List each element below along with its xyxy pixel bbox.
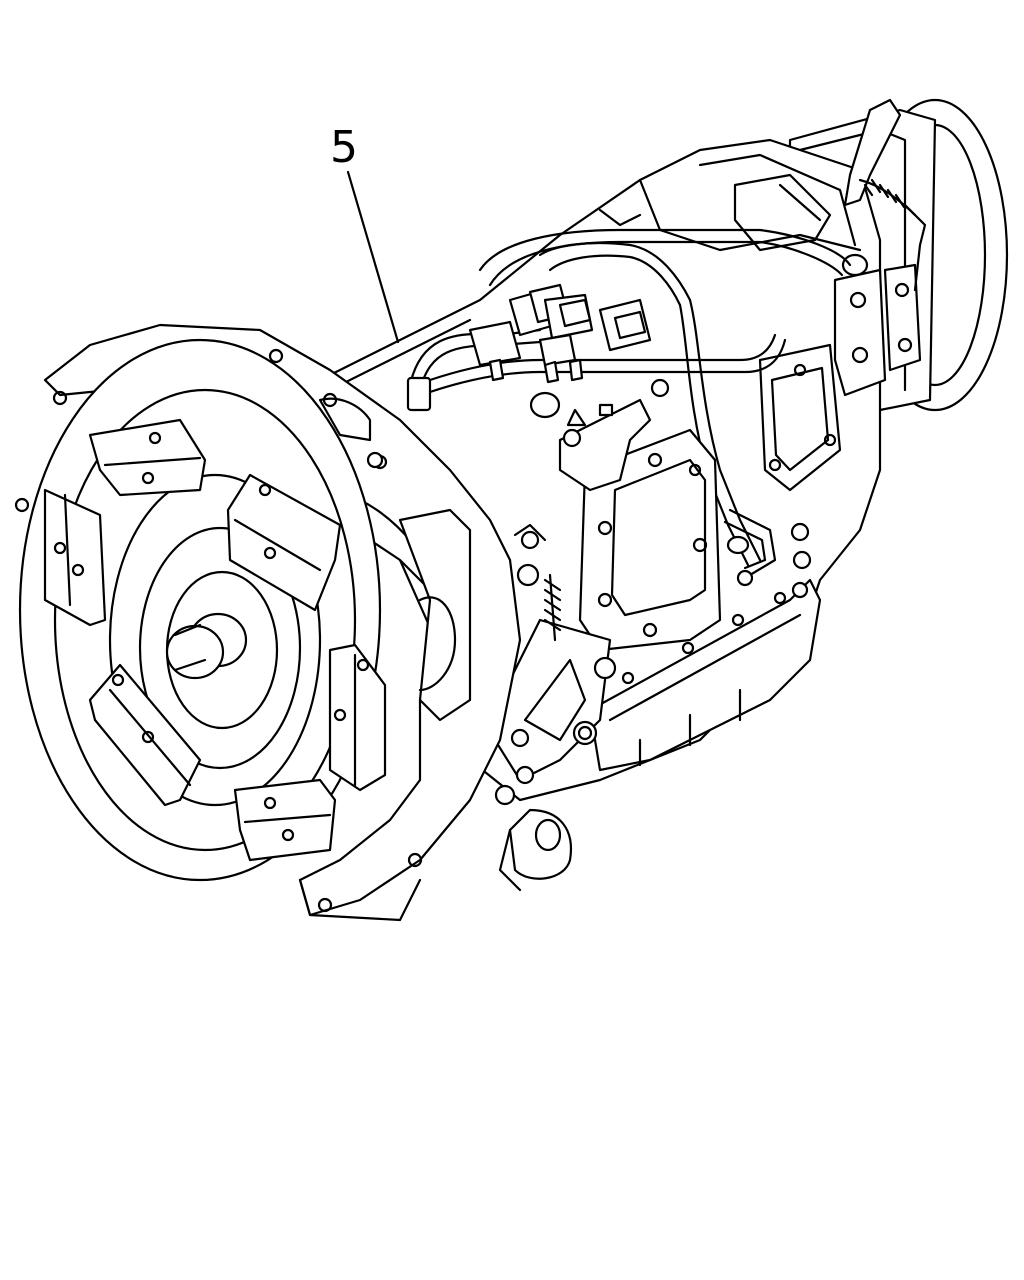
upper-bracket [529,378,670,492]
electrical-connectors [468,283,652,384]
cooler-lines [723,508,812,599]
shift-linkage-lever [841,98,927,292]
wiring-harness [406,228,852,567]
converter-drive-lugs [43,418,387,862]
callout-leader-line [346,170,400,344]
callout-label: 5 [330,122,358,173]
mounting-plates [758,263,922,492]
callout: 5 [330,122,400,344]
side-cover-plate [578,428,722,652]
lower-bracket [493,523,617,892]
